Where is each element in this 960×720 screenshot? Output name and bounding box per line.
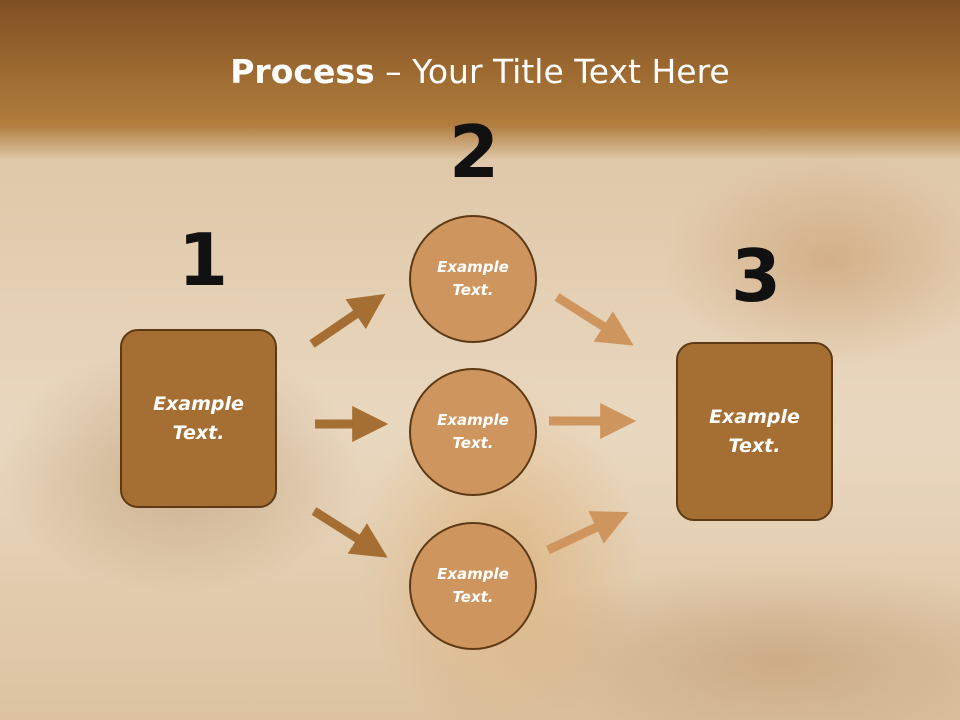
- circle-middle-text: Example Text.: [437, 411, 509, 452]
- step-3-box[interactable]: Example Text.: [676, 342, 833, 521]
- arrow-from-bottom-circle: [546, 511, 629, 555]
- circle-bottom-text: Example Text.: [437, 565, 509, 606]
- arrow-from-top-circle: [554, 293, 634, 346]
- circle-top[interactable]: Example Text.: [409, 215, 537, 343]
- step-number-3: 3: [731, 234, 782, 318]
- step-3-text: Example Text.: [709, 405, 800, 457]
- circle-top-text: Example Text.: [437, 258, 509, 299]
- step-1-text: Example Text.: [153, 392, 244, 444]
- arrow-to-top-circle: [309, 293, 386, 348]
- title-band: [0, 0, 960, 160]
- circle-middle[interactable]: Example Text.: [409, 368, 537, 496]
- circle-bottom[interactable]: Example Text.: [409, 522, 537, 650]
- title-bold-text: Process: [230, 52, 375, 91]
- title-rest-text: – Your Title Text Here: [374, 52, 730, 91]
- step-number-1: 1: [178, 218, 229, 302]
- slide-title[interactable]: Process – Your Title Text Here: [0, 52, 960, 91]
- step-1-box[interactable]: Example Text.: [120, 329, 277, 508]
- step-number-2: 2: [449, 110, 500, 194]
- arrow-to-bottom-circle: [311, 507, 388, 558]
